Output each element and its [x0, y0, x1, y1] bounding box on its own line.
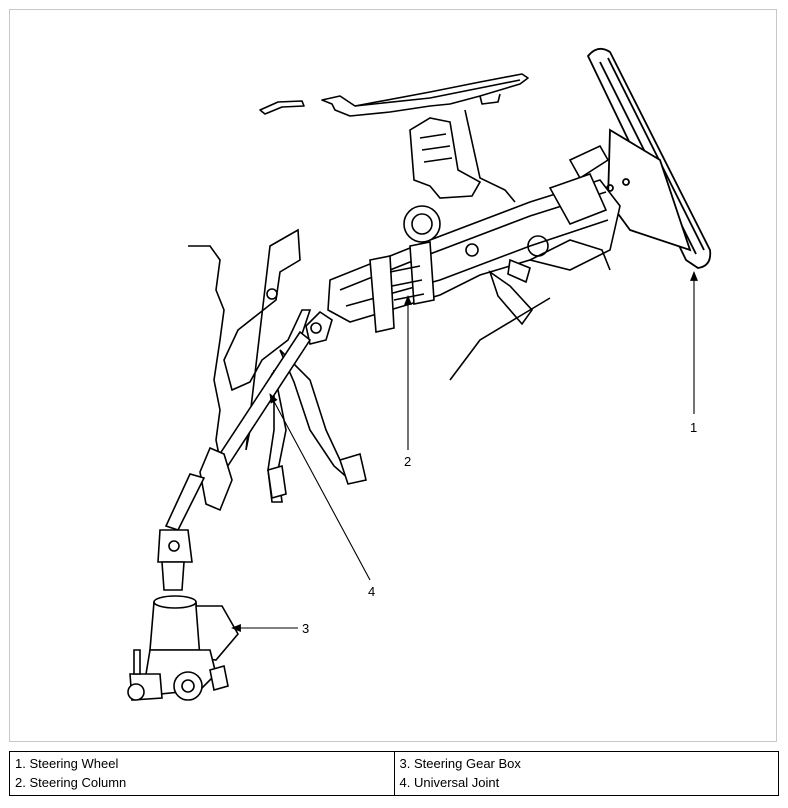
leader-line-4 — [269, 393, 371, 581]
dashboard-trim — [259, 73, 529, 117]
dash-mount-bracket — [409, 109, 516, 203]
steering-gear-box — [127, 595, 239, 701]
callout-3: 3 — [302, 621, 309, 636]
legend-left-cell: 1. Steering Wheel 2. Steering Column — [9, 751, 395, 796]
legend-item-steering-gear-box: 3. Steering Gear Box — [399, 756, 521, 771]
callout-2: 2 — [404, 454, 411, 469]
legend-table: 1. Steering Wheel 2. Steering Column 3. … — [9, 751, 779, 796]
legend-item-steering-wheel: 1. Steering Wheel — [15, 756, 119, 771]
legend-right-cell: 3. Steering Gear Box 4. Universal Joint — [393, 751, 779, 796]
steering-assembly-drawing: 1 2 3 4 — [127, 47, 712, 701]
diagram-frame: 1 2 3 4 — [9, 9, 777, 742]
legend-item-universal-joint: 4. Universal Joint — [399, 775, 500, 790]
steering-column — [327, 144, 621, 381]
callout-1: 1 — [690, 420, 697, 435]
universal-joint-shaft — [157, 310, 333, 591]
leader-lines — [231, 271, 698, 632]
steering-wheel — [586, 47, 712, 269]
callout-4: 4 — [368, 584, 375, 599]
pedal-bracket — [188, 228, 367, 503]
legend-item-steering-column: 2. Steering Column — [15, 775, 127, 790]
